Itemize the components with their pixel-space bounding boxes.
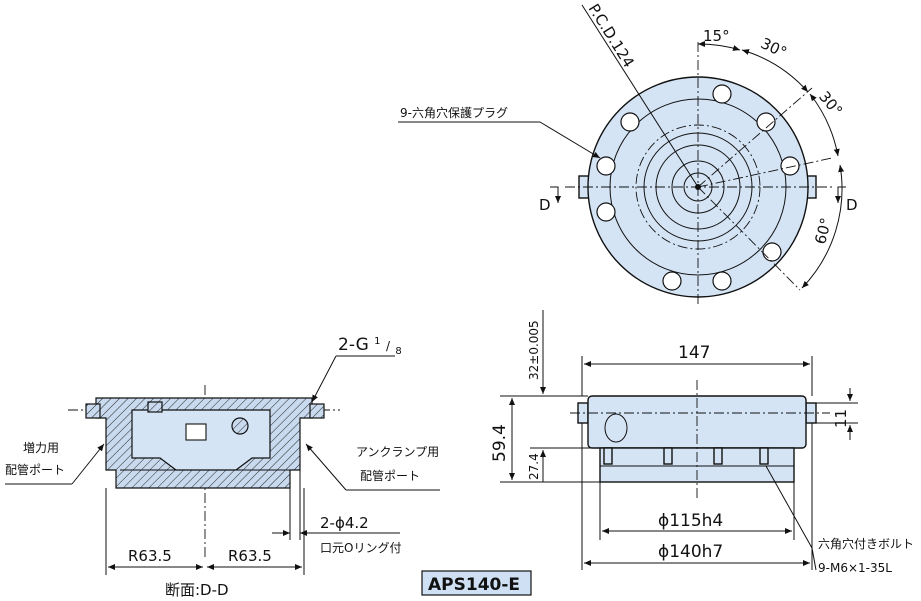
plug-hole — [762, 242, 782, 262]
radius-left-label: R63.5 — [128, 547, 172, 565]
oring-label: 口元Oリング付 — [320, 541, 401, 555]
boost-port-label-1: 増力用 — [23, 441, 59, 455]
angle-arc-30a — [741, 49, 809, 93]
pcd-leader — [581, 4, 699, 188]
dim-top-tolerance: 32±0.005 — [527, 320, 541, 380]
angle-arc-60 — [801, 164, 845, 289]
section-view: 2-G 1 / 8 増力用 配管ポート アンクランプ用 配管ポート 2-ϕ4.2… — [5, 329, 440, 599]
section-mark-right: D — [846, 196, 858, 214]
angle-label-30b: 30° — [815, 88, 846, 120]
section-mark-left: D — [539, 196, 551, 214]
plug-hole — [596, 202, 616, 222]
boost-port-label-2: 配管ポート — [5, 462, 65, 477]
plug-hole — [712, 84, 732, 104]
model-name: APS140-E — [428, 575, 520, 595]
dim-height: 59.4 — [490, 424, 510, 462]
plug-hole — [756, 112, 776, 132]
plug-label: 9-六角穴保護プラグ — [400, 105, 508, 120]
radius-right-label: R63.5 — [228, 547, 272, 565]
hole-label: 2-ϕ4.2 — [320, 514, 369, 532]
dim-width: 147 — [678, 343, 710, 363]
pcd-label: P.C.D.124 — [585, 1, 638, 71]
top-view: 15° 30° 30° 60° P.C.D.124 9-六角穴保護プラグ D D — [398, 1, 858, 306]
angle-label-15: 15° — [703, 27, 730, 45]
dim-right: 11 — [832, 409, 850, 428]
dim-lower: 27.4 — [527, 453, 541, 480]
plug-hole — [596, 156, 616, 176]
port-thread-label: 2-G 1 / 8 — [338, 329, 402, 357]
angle-arc-30b — [809, 93, 840, 157]
unclamp-port-label-1: アンクランプ用 — [356, 445, 439, 459]
side-view: 147 59.4 32±0.005 27.4 11 ϕ115h4 ϕ140h7 … — [490, 310, 914, 575]
model-label: APS140-E — [421, 570, 532, 596]
bolt-label-2: 9-M6×1-35L — [818, 561, 892, 575]
plug-hole — [662, 271, 682, 291]
section-title: 断面:D-D — [165, 581, 229, 599]
angle-arc-15 — [697, 40, 741, 51]
dim-body: ϕ140h7 — [658, 542, 723, 562]
plug-hole — [780, 156, 800, 176]
bolt-label-1: 六角穴付きボルト — [818, 536, 914, 551]
unclamp-port-label-2: 配管ポート — [360, 468, 420, 483]
plug-holes — [596, 84, 800, 291]
plug-hole — [620, 112, 640, 132]
dim-spigot: ϕ115h4 — [658, 511, 723, 531]
plug-hole — [712, 271, 732, 291]
